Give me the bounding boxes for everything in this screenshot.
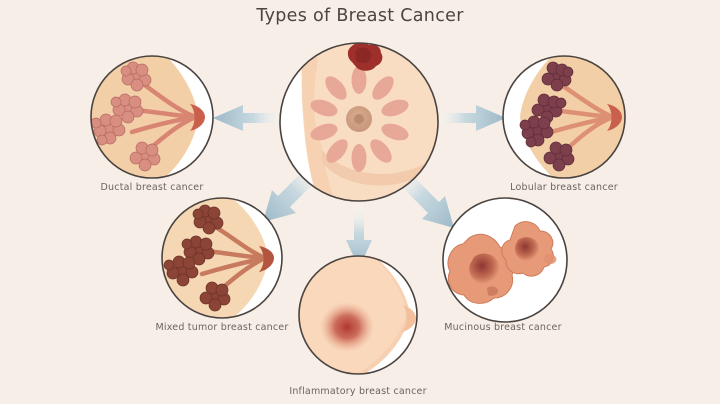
label-inflammatory: Inflammatory breast cancer xyxy=(289,386,426,397)
mucinous-mass-small xyxy=(501,221,557,277)
arrow-to-ductal xyxy=(213,105,287,131)
arrow-to-inflammatory xyxy=(346,204,372,268)
label-lobular: Lobular breast cancer xyxy=(510,182,618,193)
type-circle-lobular[interactable] xyxy=(502,52,626,182)
page-title: Types of Breast Cancer xyxy=(255,6,464,26)
label-ductal: Ductal breast cancer xyxy=(101,182,204,193)
tumor-mass xyxy=(347,43,383,71)
inflamed-area xyxy=(320,302,374,352)
label-mucinous: Mucinous breast cancer xyxy=(444,322,561,333)
label-mixed-tumor: Mixed tumor breast cancer xyxy=(156,322,289,333)
mucinous-mass-large xyxy=(447,233,515,304)
type-circle-ductal[interactable] xyxy=(90,52,214,182)
type-circle-mucinous[interactable] xyxy=(442,197,568,323)
arrow-to-lobular xyxy=(432,105,506,131)
type-circle-mixed-tumor[interactable] xyxy=(161,197,283,320)
type-circle-inflammatory[interactable] xyxy=(298,255,420,378)
